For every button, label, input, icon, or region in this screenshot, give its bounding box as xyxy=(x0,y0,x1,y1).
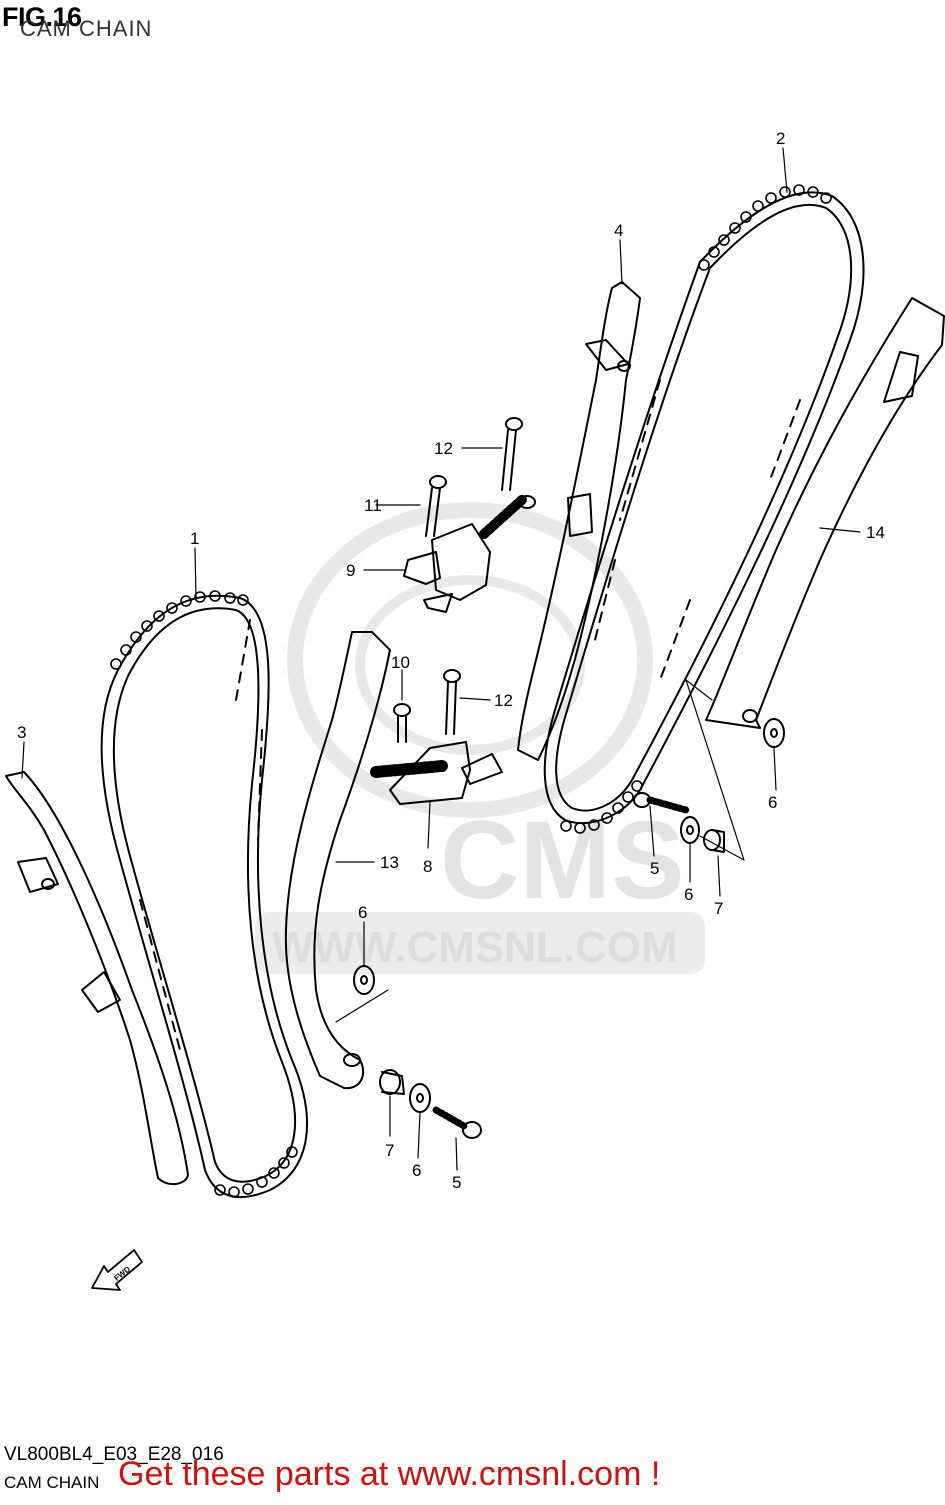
callout-1: 1 xyxy=(190,529,199,548)
cam-chain-left xyxy=(100,590,309,1199)
figure-title: FIG.16 xyxy=(2,2,82,32)
tensioner-arm xyxy=(284,631,391,1090)
watermark-url-band xyxy=(255,912,705,974)
chain-links-right-top xyxy=(698,184,832,271)
washer-6-right-upper xyxy=(763,718,785,748)
callout-9: 9 xyxy=(346,561,355,580)
leader-lines xyxy=(21,147,861,1171)
bottom-caption: CAM CHAIN xyxy=(4,1473,100,1492)
figure-subtitle: CAM CHAIN xyxy=(20,16,153,41)
chain-guide-upper xyxy=(517,281,641,761)
callout-11: 11 xyxy=(364,496,382,515)
chain-links-left-top xyxy=(110,590,249,670)
callout-6-right-upper: 6 xyxy=(768,793,777,812)
bolt-11 xyxy=(425,475,447,537)
chain-guide-right xyxy=(705,297,945,729)
washer-6-left-lower xyxy=(409,1083,431,1113)
bolt-12-lower xyxy=(443,669,461,735)
callout-10: 10 xyxy=(391,653,410,672)
spacer-7-left xyxy=(379,1069,405,1095)
callout-6-left-lower: 6 xyxy=(412,1161,421,1180)
washer-6-right-lower xyxy=(680,816,700,844)
callout-8: 8 xyxy=(423,857,432,876)
promo-link[interactable]: Get these parts at www.cmsnl.com ! xyxy=(118,1455,661,1493)
tensioner-adjuster-lower xyxy=(370,741,503,805)
callout-labels: 1 2 3 4 5 5 6 6 6 6 7 7 8 9 10 11 12 12 … xyxy=(17,129,885,1192)
callout-12-upper: 12 xyxy=(434,439,453,458)
watermark: CMS WWW.CMSNL.COM xyxy=(255,502,705,974)
tensioner-adjuster-upper xyxy=(403,493,536,613)
callout-14: 14 xyxy=(866,523,885,542)
arrow-icon xyxy=(91,1249,143,1291)
bolt-10 xyxy=(393,703,411,743)
watermark-brand: CMS xyxy=(440,799,684,922)
forward-direction-arrow: FWD xyxy=(91,1249,143,1291)
callout-7-left: 7 xyxy=(385,1141,394,1160)
callout-5-left: 5 xyxy=(452,1173,461,1192)
chain-links-right-bottom xyxy=(560,780,643,834)
callout-7-right: 7 xyxy=(714,899,723,918)
bolt-12-upper xyxy=(501,417,523,491)
callout-3: 3 xyxy=(17,723,26,742)
spacer-7-right xyxy=(703,829,725,853)
bolt-5-left xyxy=(432,1106,482,1139)
chain-links-left-bottom xyxy=(214,1146,298,1198)
watermark-mascot-head xyxy=(287,502,653,818)
callout-13: 13 xyxy=(380,853,399,872)
watermark-url: WWW.CMSNL.COM xyxy=(272,923,678,972)
callout-6-left-upper: 6 xyxy=(358,903,367,922)
callout-4: 4 xyxy=(614,221,623,240)
bolt-5-right xyxy=(633,792,690,814)
chain-guide-left xyxy=(5,771,189,1186)
callout-2: 2 xyxy=(776,129,785,148)
callout-12-lower: 12 xyxy=(494,691,513,710)
drawing-code: VL800BL4_E03_E28_016 xyxy=(4,1444,224,1465)
callout-5-right: 5 xyxy=(650,859,659,878)
callout-6-right-lower: 6 xyxy=(684,885,693,904)
